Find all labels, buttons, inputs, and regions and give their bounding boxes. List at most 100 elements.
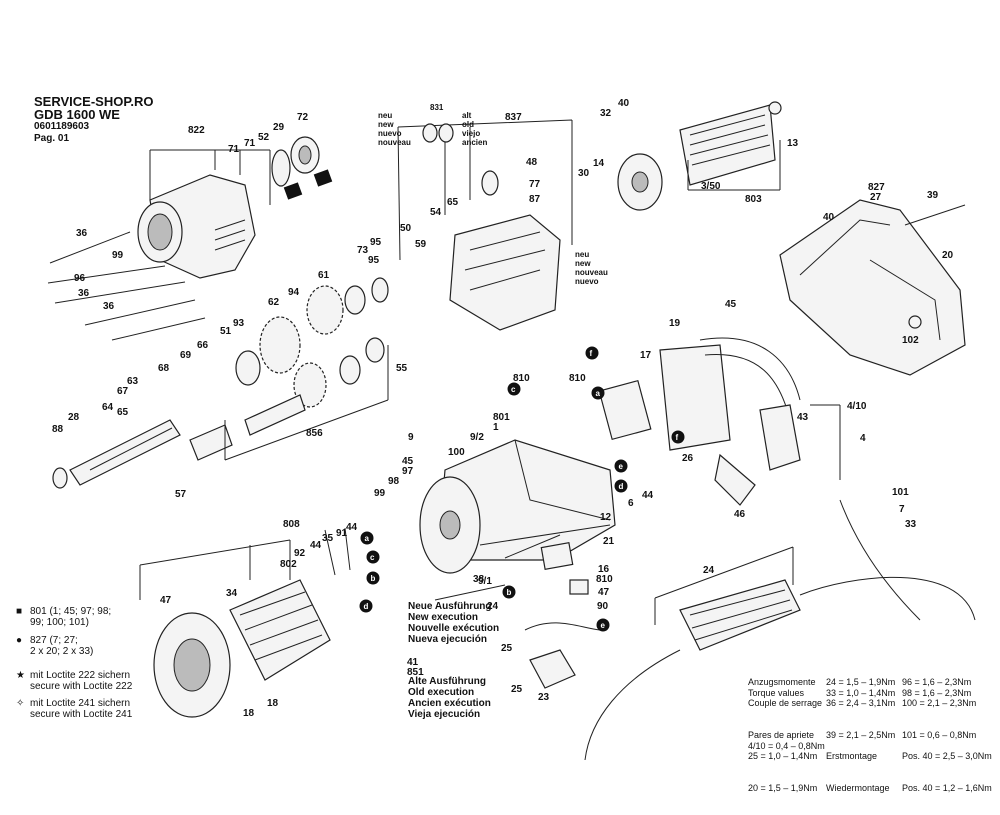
- part-label-29: 29: [273, 122, 285, 133]
- svg-text:f: f: [590, 349, 593, 358]
- part-label-52: 52: [258, 132, 270, 143]
- part-label-51: 51: [220, 326, 232, 337]
- part-label-47: 47: [598, 587, 610, 598]
- switch-assembly: [598, 337, 801, 506]
- part-label-808: 808: [283, 519, 300, 530]
- part-label-87: 87: [529, 194, 541, 205]
- tag-831-number: 831: [430, 103, 444, 112]
- part-label-4-10: 4/10: [847, 401, 867, 412]
- part-label-6: 6: [628, 498, 634, 509]
- part-label-91: 91: [336, 528, 348, 539]
- part-label-810: 810: [596, 574, 613, 585]
- part-label-99: 99: [374, 488, 386, 499]
- part-label-12: 12: [600, 512, 612, 523]
- part-label-36: 36: [78, 288, 90, 299]
- part-label-1: 1: [493, 422, 499, 433]
- svg-text:d: d: [364, 602, 369, 611]
- part-label-61: 61: [318, 270, 330, 281]
- callout-a-top: a: [591, 386, 605, 400]
- svg-text:d: d: [619, 482, 624, 491]
- part-label-97: 97: [402, 466, 414, 477]
- long-screws-36-96: [47, 231, 206, 341]
- part-label-25: 25: [511, 684, 523, 695]
- part-label-63: 63: [127, 376, 139, 387]
- part-label-71: 71: [228, 144, 240, 155]
- svg-text:nuevo: nuevo: [575, 277, 599, 286]
- part-label-9-1: 9/1: [478, 576, 492, 587]
- part-label-36: 36: [76, 228, 88, 239]
- part-label-851: 851: [407, 667, 424, 678]
- part-label-23: 23: [538, 692, 550, 703]
- svg-text:nouveau: nouveau: [575, 268, 608, 277]
- part-label-810: 810: [569, 373, 586, 384]
- part-label-33: 33: [905, 519, 917, 530]
- part-label-71: 71: [244, 138, 256, 149]
- part-label-77: 77: [529, 179, 541, 190]
- part-label-57: 57: [175, 489, 187, 500]
- part-label-38: 38: [473, 574, 485, 585]
- part-label-856: 856: [306, 428, 323, 439]
- tag-831-nuevo: nuevo: [378, 129, 402, 138]
- part-label-4: 4: [860, 433, 866, 444]
- svg-text:a: a: [365, 534, 370, 543]
- part-label-88: 88: [52, 424, 64, 435]
- part-label-17: 17: [640, 350, 652, 361]
- part-label-73: 73: [357, 245, 369, 256]
- part-label-44: 44: [642, 490, 654, 501]
- part-label-47: 47: [160, 595, 172, 606]
- part-label-27: 27: [870, 192, 882, 203]
- svg-text:b: b: [507, 588, 512, 597]
- part-label-801: 801: [493, 412, 510, 423]
- part-label-40: 40: [618, 98, 630, 109]
- page-number: Pag. 01: [34, 133, 70, 144]
- tag-831-alt: alt: [462, 111, 472, 120]
- part-label-90: 90: [597, 601, 609, 612]
- svg-text:a: a: [596, 389, 601, 398]
- part-label-44: 44: [346, 522, 358, 533]
- svg-text:e: e: [601, 621, 606, 630]
- part-label-99: 99: [112, 250, 124, 261]
- part-label-64: 64: [102, 402, 114, 413]
- part-label-20: 20: [942, 250, 954, 261]
- part-label-48: 48: [526, 157, 538, 168]
- part-label-822: 822: [188, 125, 205, 136]
- svg-text:e: e: [619, 462, 624, 471]
- part-label-101: 101: [892, 487, 909, 498]
- part-label-62: 62: [268, 297, 280, 308]
- part-label-41: 41: [407, 657, 419, 668]
- part-number: 0601189603: [34, 121, 90, 132]
- part-label-7: 7: [899, 504, 905, 515]
- gears-stack: [235, 277, 389, 436]
- part-label-44: 44: [310, 540, 322, 551]
- part-label-50: 50: [400, 223, 412, 234]
- part-label-92: 92: [294, 548, 306, 559]
- gear-housing-822: [137, 174, 256, 279]
- tag-new-small: neu new nouveau nuevo: [575, 250, 608, 286]
- brush-holder-16: [524, 542, 601, 689]
- svg-text:c: c: [370, 553, 375, 562]
- site-title: SERVICE-SHOP.RO: [34, 94, 154, 109]
- part-label-65: 65: [447, 197, 459, 208]
- part-label-805: 805: [0, 0, 17, 3]
- part-label-102: 102: [902, 335, 919, 346]
- cord-805: [584, 499, 976, 761]
- part-label-26: 26: [682, 453, 694, 464]
- part-label-100: 100: [448, 447, 465, 458]
- part-label-94: 94: [288, 287, 300, 298]
- part-label-98: 98: [388, 476, 400, 487]
- callout-markers: f c a f e d a c b d b e: [359, 346, 685, 632]
- part-label-802: 802: [280, 559, 297, 570]
- part-label-95: 95: [370, 237, 382, 248]
- part-label-3-50: 3/50: [701, 181, 721, 192]
- leader-lines: [139, 119, 841, 625]
- rear-handle-827: [779, 199, 966, 376]
- part-label-43: 43: [797, 412, 809, 423]
- motor-housing-808: [419, 439, 616, 574]
- spindle-88: [52, 419, 233, 489]
- part-label-36: 36: [103, 301, 115, 312]
- callout-e-mid: e: [614, 459, 628, 473]
- tag-831-old: old: [462, 120, 474, 129]
